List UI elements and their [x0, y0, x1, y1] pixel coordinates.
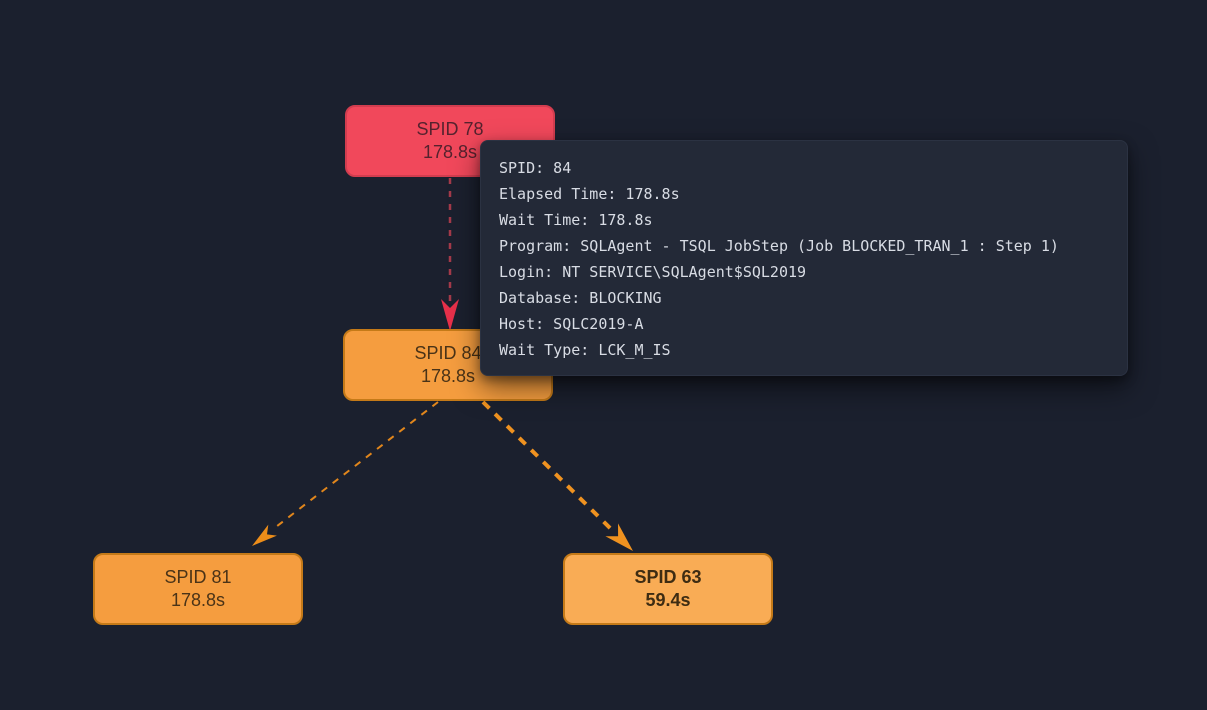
- edge-spid78-spid84[interactable]: [441, 178, 459, 331]
- tooltip-host: Host: SQLC2019-A: [499, 315, 644, 333]
- arrowhead-icon: [252, 524, 277, 546]
- arrowhead-icon: [605, 523, 633, 551]
- tooltip-database: Database: BLOCKING: [499, 289, 662, 307]
- edge-line: [271, 401, 439, 531]
- node-elapsed-time: 178.8s: [422, 142, 478, 162]
- tooltip-elapsed-time: Elapsed Time: 178.8s: [499, 185, 680, 203]
- tooltip-wait-type: Wait Type: LCK_M_IS: [499, 341, 671, 359]
- node-tooltip: SPID: 84 Elapsed Time: 178.8s Wait Time:…: [480, 140, 1128, 376]
- edge-spid84-spid81[interactable]: [252, 401, 439, 546]
- arrowhead-icon: [441, 299, 459, 331]
- node-spid-63[interactable]: SPID 63 59.4s: [563, 553, 773, 625]
- node-elapsed-time: 178.8s: [420, 366, 476, 386]
- node-label: SPID 81: [164, 567, 232, 587]
- node-label: SPID 84: [414, 343, 482, 363]
- node-elapsed-time: 178.8s: [170, 590, 226, 610]
- edge-line: [481, 400, 614, 532]
- node-label: SPID 63: [634, 567, 702, 587]
- edge-spid84-spid63[interactable]: [481, 400, 633, 551]
- node-label: SPID 78: [416, 119, 484, 139]
- node-spid-81[interactable]: SPID 81 178.8s: [93, 553, 303, 625]
- tooltip-wait-time: Wait Time: 178.8s: [499, 211, 653, 229]
- node-elapsed-time: 59.4s: [645, 590, 691, 610]
- tooltip-program: Program: SQLAgent - TSQL JobStep (Job BL…: [499, 237, 1059, 255]
- tooltip-spid: SPID: 84: [499, 159, 572, 177]
- tooltip-login: Login: NT SERVICE\SQLAgent$SQL2019: [499, 263, 807, 281]
